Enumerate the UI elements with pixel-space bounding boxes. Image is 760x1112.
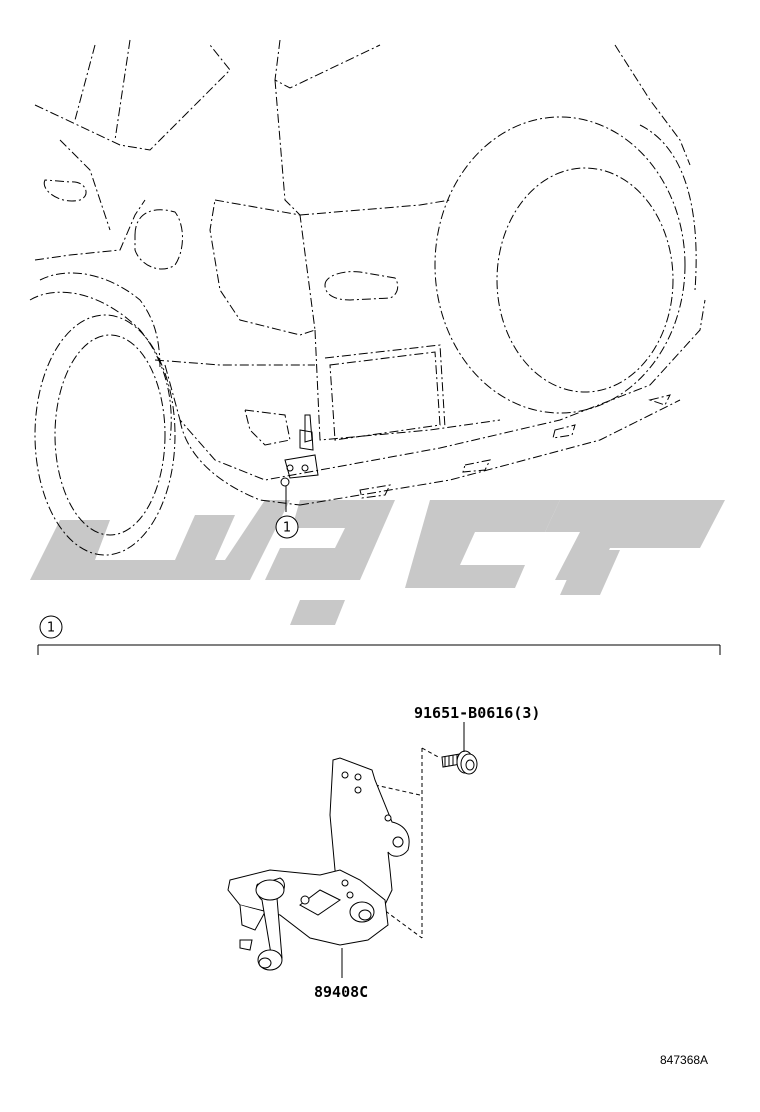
callout-section: 1 [39,615,63,639]
vehicle-outline [29,39,706,556]
watermark-logo [30,500,725,625]
assembly-lines [374,747,441,939]
section-bracket [37,644,721,655]
height-sensor-part [227,757,410,971]
bolt-part-number: 91651-B0616(3) [414,704,540,722]
reference-code: 847368A [660,1053,708,1067]
callout-top-label: 1 [283,521,291,536]
sensor-on-vehicle [280,414,319,512]
sensor-part-number: 89408C [314,983,368,1001]
callout-top: 1 [275,515,299,539]
callout-section-label: 1 [47,621,55,636]
bolt-part [441,750,478,775]
